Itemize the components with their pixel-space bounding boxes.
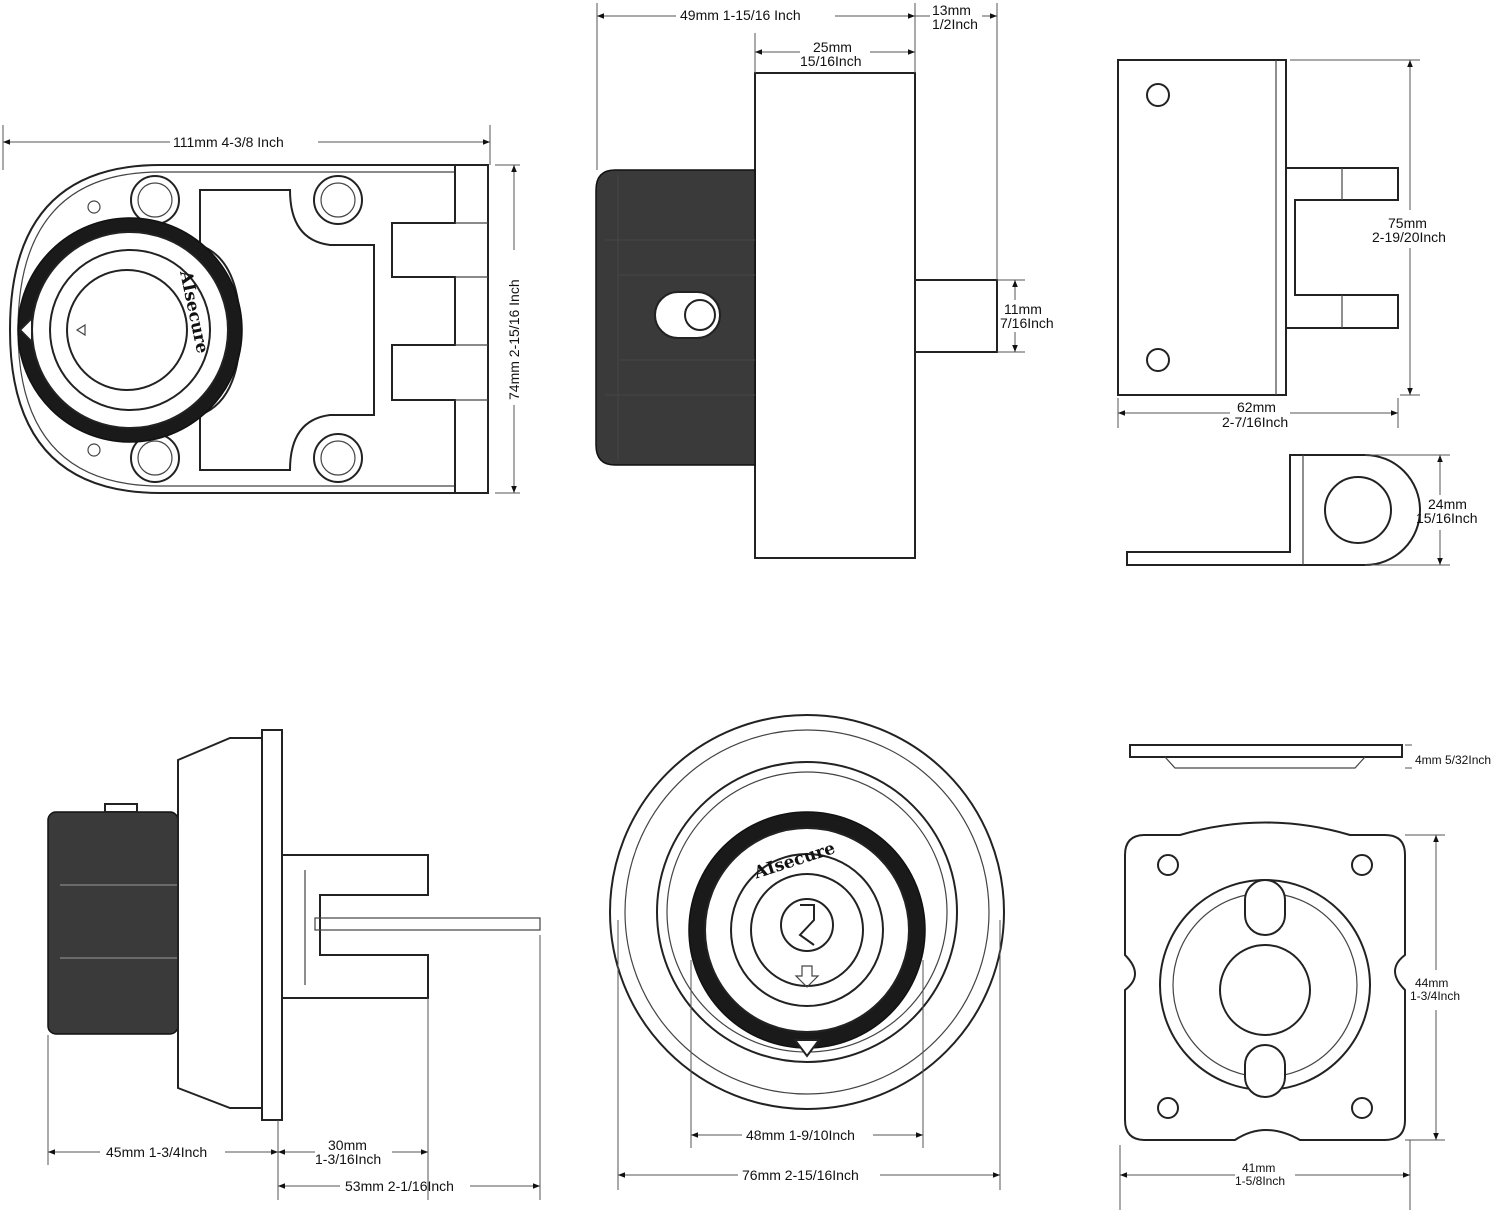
dim-plate-height-mm: 44mm xyxy=(1415,976,1448,990)
dim-rose-outer: 76mm 2-15/16Inch xyxy=(742,1167,859,1183)
dim-side-total: 49mm 1-15/16 Inch xyxy=(680,7,801,23)
strike-plate-view xyxy=(1117,59,1421,566)
dim-side-bolt-dia-in: 7/16Inch xyxy=(1000,315,1054,331)
dim-side-bolt-ext-in: 1/2Inch xyxy=(932,16,978,32)
rose-front-view: AIsecure xyxy=(609,714,1005,1110)
dimension-lines xyxy=(2,3,1450,1210)
side-view xyxy=(595,72,998,559)
dim-strike-depth-in: 15/16Inch xyxy=(1416,510,1478,526)
dim-cyl-total: 53mm 2-1/16Inch xyxy=(345,1178,454,1194)
dim-side-bolt-dia-mm: 11mm xyxy=(1004,301,1042,317)
cylinder-side-view xyxy=(47,729,541,1121)
front-view: AIsecure xyxy=(8,164,489,494)
dim-front-width: 111mm 4-3/8 Inch xyxy=(173,134,284,150)
dim-side-body-in: 15/16Inch xyxy=(800,53,862,69)
dim-cyl-tail-mm: 30mm xyxy=(328,1137,367,1153)
dim-strike-width-mm: 62mm xyxy=(1237,399,1276,415)
dim-strike-depth-mm: 24mm xyxy=(1428,496,1467,512)
dimension-labels: 111mm 4-3/8 Inch 74mm 2-15/16 Inch 49mm … xyxy=(106,2,1491,1194)
dim-side-body-mm: 25mm xyxy=(813,39,852,55)
dim-rose-inner: 48mm 1-9/10Inch xyxy=(746,1127,855,1143)
dim-strike-width-in: 2-7/16Inch xyxy=(1222,414,1288,430)
dim-plate-thick: 4mm 5/32Inch xyxy=(1415,753,1491,767)
dim-cyl-tail-in: 1-3/16Inch xyxy=(315,1151,381,1167)
mounting-plate-view xyxy=(1124,744,1406,1141)
dim-cyl-depth: 45mm 1-3/4Inch xyxy=(106,1144,207,1160)
dim-plate-width-in: 1-5/8Inch xyxy=(1235,1174,1285,1188)
dim-plate-width-mm: 41mm xyxy=(1242,1161,1275,1175)
dim-strike-height-in: 2-19/20Inch xyxy=(1372,229,1446,245)
dim-front-height: 74mm 2-15/16 Inch xyxy=(506,279,522,400)
dim-strike-height-mm: 75mm xyxy=(1388,215,1427,231)
dim-plate-height-in: 1-3/4Inch xyxy=(1410,989,1460,1003)
dim-side-bolt-ext: 13mm xyxy=(932,2,971,18)
